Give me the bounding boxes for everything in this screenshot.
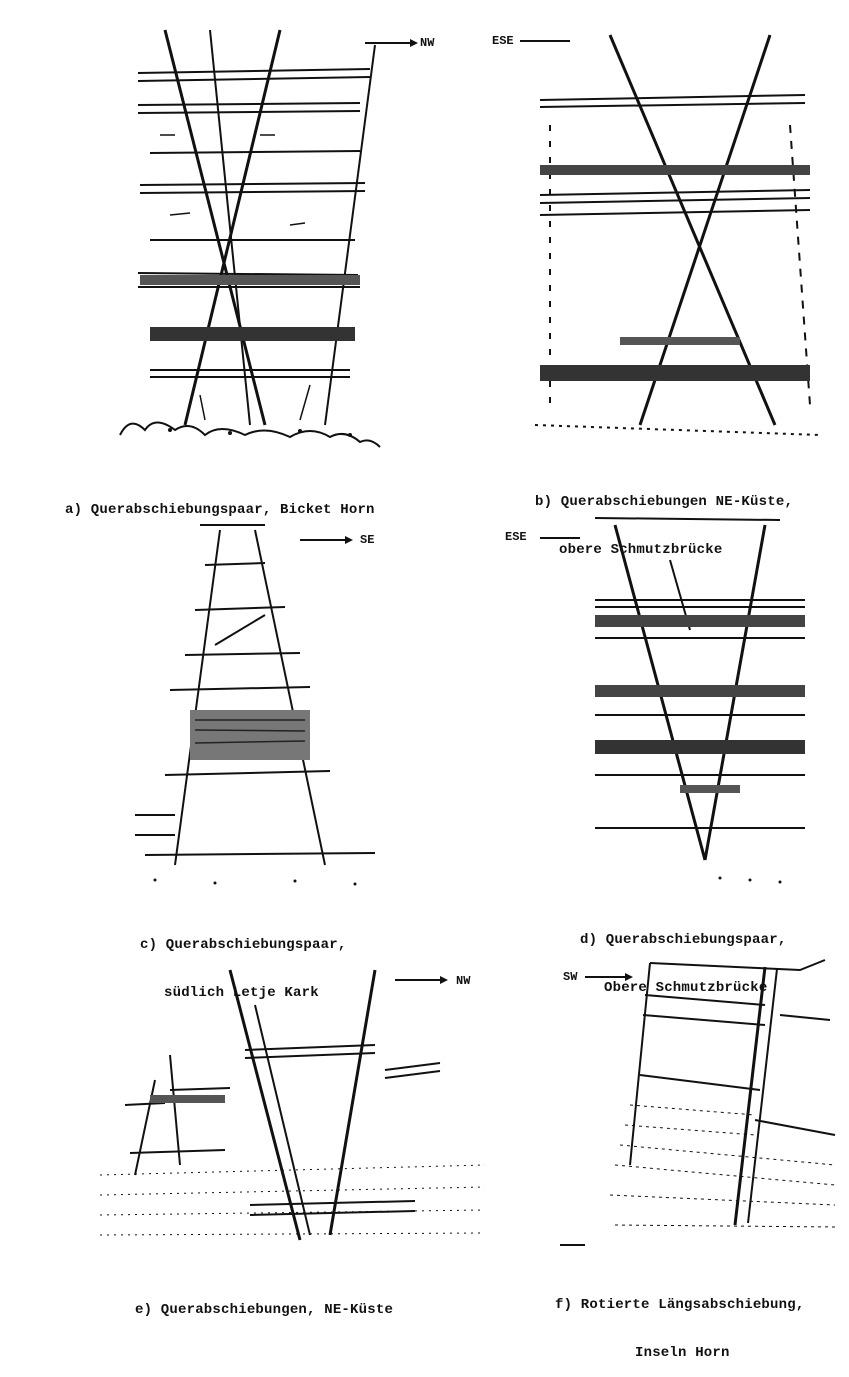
panel-b-direction: ESE — [492, 34, 514, 48]
panel-b-caption-line1: b) Querabschiebungen NE-Küste, — [535, 494, 794, 510]
panel-c-caption-line1: c) Querabschiebungspaar, — [140, 937, 347, 953]
panel-a-caption-line1: a) Querabschiebungspaar, Bicket Horn — [65, 502, 375, 518]
panel-c-direction: SE — [360, 533, 375, 547]
panel-f-caption: f) Rotierte Längsabschiebung, Inseln Hor… — [555, 1265, 804, 1377]
panel-e-caption: e) Querabschiebungen, NE-Küste — [135, 1270, 393, 1334]
panel-f-drawing — [560, 959, 836, 1246]
panel-f-sketch — [555, 955, 840, 1250]
panel-d-direction: ESE — [505, 530, 527, 544]
panel-a-caption: a) Querabschiebungspaar, Bicket Horn — [65, 470, 375, 534]
panel-e-sketch — [95, 965, 495, 1255]
panel-c-sketch — [115, 515, 395, 895]
panel-c-caption-line2: südlich Letje Kark — [164, 985, 319, 1001]
panel-b-caption-line2: obere Schmutzbrücke — [559, 542, 723, 558]
panel-f-caption-line1: f) Rotierte Längsabschiebung, — [555, 1297, 805, 1313]
panel-d-caption: d) Querabschiebungspaar, Obere Schmutzbr… — [580, 900, 786, 1012]
panel-d-caption-line1: d) Querabschiebungspaar, — [580, 932, 787, 948]
panel-a-direction: NW — [420, 36, 435, 50]
panel-a-sketch — [110, 25, 440, 455]
panel-f-direction: SW — [563, 970, 578, 984]
panel-c-caption: c) Querabschiebungspaar, südlich Letje K… — [140, 905, 346, 1017]
panel-b-caption: b) Querabschiebungen NE-Küste, obere Sch… — [535, 462, 793, 574]
panel-f-caption-line2: Inseln Horn — [635, 1345, 730, 1361]
panel-c-drawing — [135, 524, 376, 886]
panel-e-drawing — [99, 969, 486, 1241]
panel-d-drawing — [540, 517, 805, 884]
panel-d-sketch — [540, 510, 815, 895]
panel-b-sketch — [520, 25, 830, 455]
panel-d-caption-line2: Obere Schmutzbrücke — [604, 980, 768, 996]
panel-e-direction: NW — [456, 974, 471, 988]
panel-a-drawing — [119, 29, 418, 448]
panel-b-drawing — [520, 34, 821, 436]
panel-e-caption-line1: e) Querabschiebungen, NE-Küste — [135, 1302, 394, 1318]
